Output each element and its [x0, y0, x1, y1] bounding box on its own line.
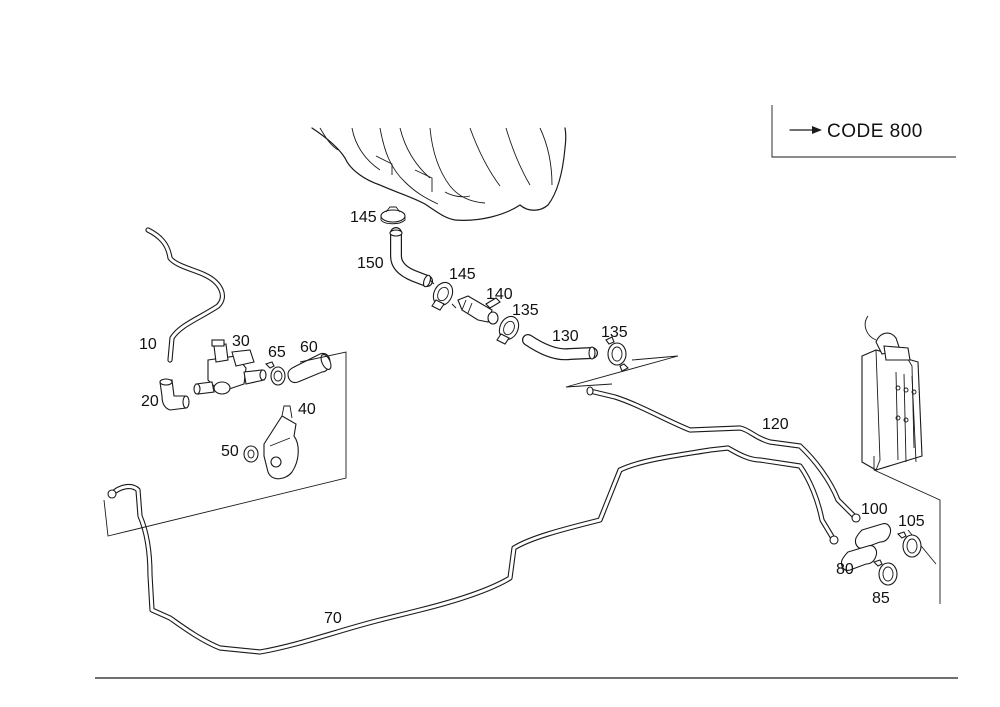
label-140: 140: [486, 286, 513, 303]
label-10: 10: [139, 336, 157, 353]
clamp-135-right: [605, 336, 629, 372]
label-120: 120: [762, 416, 789, 433]
label-135-left: 135: [512, 302, 539, 319]
clamp-65: [264, 361, 286, 386]
fuel-tank-outline: [311, 127, 567, 221]
clamp-135-left: [496, 315, 520, 345]
code-label: CODE 800: [827, 121, 923, 142]
label-100: 100: [861, 501, 888, 518]
pipe-120: [586, 386, 861, 523]
hose-60: [287, 352, 332, 384]
clamp-145-middle: [429, 279, 457, 311]
pipe-70: [107, 445, 839, 655]
label-60: 60: [300, 339, 318, 356]
label-65: 65: [268, 344, 286, 361]
nut-50: [243, 445, 259, 463]
pipe-10: [145, 227, 225, 363]
assembly-frame-left: [103, 351, 347, 537]
label-70: 70: [324, 610, 342, 627]
label-145-middle: 145: [449, 266, 476, 283]
valve-140: [457, 295, 501, 325]
hose-80: [840, 545, 878, 571]
pipe-break-marker: [565, 355, 679, 388]
hose-100: [854, 523, 892, 549]
label-40: 40: [298, 401, 316, 418]
code-reference-box: CODE 800: [771, 105, 956, 158]
clamp-145-top: [380, 206, 406, 225]
bracket-40: [263, 405, 299, 480]
label-80: 80: [836, 561, 854, 578]
hose-130: [522, 334, 598, 361]
clamp-85: [872, 559, 898, 586]
label-130: 130: [552, 328, 579, 345]
label-145-top: 145: [350, 209, 377, 226]
charcoal-canister: [861, 315, 923, 471]
label-135-right: 135: [601, 324, 628, 341]
label-50: 50: [221, 443, 239, 460]
label-85: 85: [872, 590, 890, 607]
clamp-105: [896, 531, 922, 558]
arrow-head-icon: [812, 126, 822, 134]
label-105: 105: [898, 513, 925, 530]
valve-30: [193, 339, 267, 395]
label-30: 30: [232, 333, 250, 350]
hose-150: [389, 227, 433, 288]
label-150: 150: [357, 255, 384, 272]
label-20: 20: [141, 393, 159, 410]
elbow-20: [159, 378, 190, 411]
